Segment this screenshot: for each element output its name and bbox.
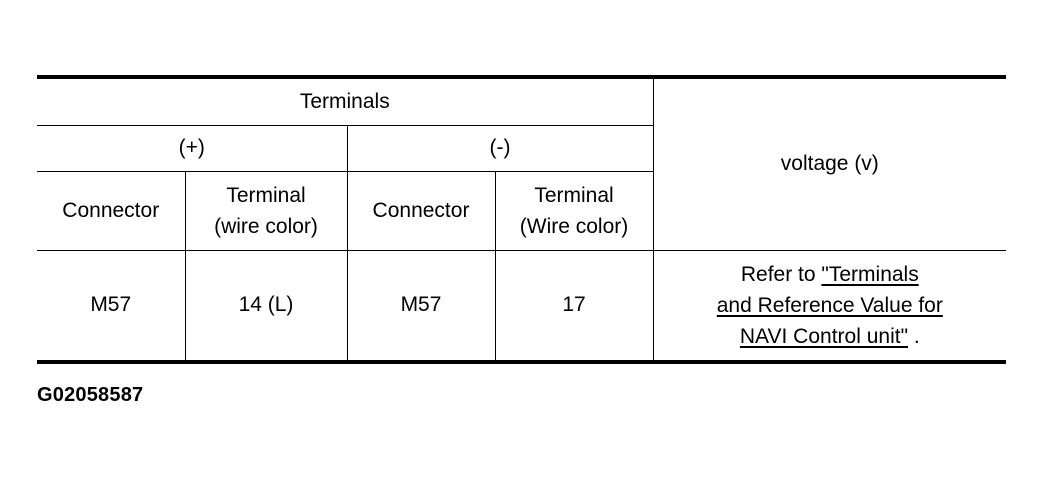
neg-connector-header: Connector <box>346 170 496 251</box>
pos-terminal-header-line2: (wire color) <box>214 214 318 238</box>
voltage-header: voltage (v) <box>652 75 1007 251</box>
reference-link-line3[interactable]: NAVI Control unit" <box>739 324 909 348</box>
reference-link-line1[interactable]: "Terminals <box>821 262 919 286</box>
neg-terminal-header-line1: Terminal <box>534 183 614 207</box>
positive-header: (+) <box>37 124 348 172</box>
neg-terminal-header-line2: (Wire color) <box>519 214 629 238</box>
figure-id: G02058587 <box>37 384 144 406</box>
neg-connector-cell: M57 <box>346 249 496 364</box>
pos-connector-cell: M57 <box>37 249 186 364</box>
neg-terminal-header: Terminal (Wire color) <box>494 170 654 251</box>
reference-prefix: Refer to <box>740 262 822 286</box>
reference-suffix: . <box>908 324 920 348</box>
pos-terminal-cell: 14 (L) <box>184 249 348 364</box>
reference-link-line2[interactable]: and Reference Value for <box>716 293 943 317</box>
pos-terminal-header: Terminal (wire color) <box>184 170 348 251</box>
terminals-header: Terminals <box>37 75 654 126</box>
neg-terminal-cell: 17 <box>494 249 654 364</box>
negative-header: (-) <box>346 124 654 172</box>
wiring-check-table: Terminals voltage (v) (+) (-) Connector … <box>37 75 1007 364</box>
voltage-reference-cell: Refer to "Terminals and Reference Value … <box>652 249 1007 364</box>
voltage-header-label: voltage (v) <box>780 152 879 176</box>
pos-terminal-header-line1: Terminal <box>226 183 306 207</box>
table-row: M57 14 (L) M57 17 Refer to "Terminals an… <box>37 249 1007 364</box>
pos-connector-header: Connector <box>37 170 186 251</box>
